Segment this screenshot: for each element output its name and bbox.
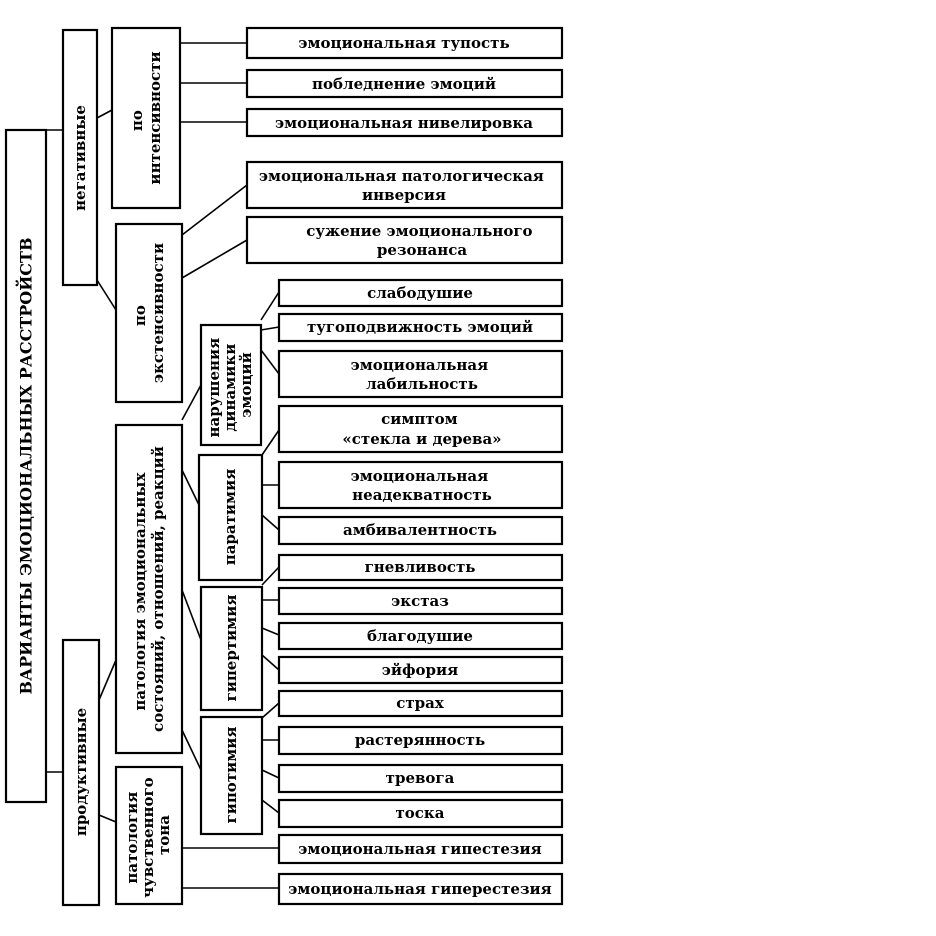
pathology-states-group: патология эмоциональных состояний, отнош… [114,278,564,836]
item-ecstasy: экстаз [391,592,449,610]
dynamics-group: нарушения динамики эмоций слабодушие туг… [199,278,564,447]
item-euphoria: эйфория [382,661,459,679]
sensory-tone-label-line3: тона [155,815,173,855]
negative-branch: негативные по интенсивности эмоциональна… [61,26,564,404]
pathology-states-label-line2: состояний, отношений, реакций [149,446,167,732]
dynamics-label-line2: динамики [221,344,239,432]
item-anxiety: тревога [386,769,455,787]
svg-text:эмоциональная лабиль: эмоциональная лабильность [351,356,494,393]
item-emotional-rigidity: тугоподвижность эмоций [307,318,533,336]
svg-text:эмоциональная неадек: эмоциональная неадекватность [351,467,494,504]
item-emotional-hyperesthesia: эмоциональная гиперестезия [288,880,551,898]
hypothymia-group: гипотимия страх растерянность тревога то… [199,689,564,836]
item-emotional-inadequacy-line2: неадекватность [352,486,492,504]
item-resonance-narrowing-line1: сужение эмоционального [306,222,532,240]
item-emotion-pallor: побледнение эмоций [312,75,496,93]
item-glass-and-wood-line2: «стекла и дерева» [342,430,501,448]
item-pathological-inversion-line2: инверсия [362,186,446,204]
hyperthymia-label: гипертимия [222,595,240,702]
svg-text:по экстенсивности: по экстенсивности [131,243,167,383]
by-intensity-label-line2: интенсивности [146,51,164,184]
productive-branch: продуктивные патология эмоциональных сос… [61,278,564,907]
svg-text:сужение эмоционального: сужение эмоционального резонанса [306,222,538,259]
root-title: ВАРИАНТЫ ЭМОЦИОНАЛЬНЫХ РАССТРОЙСТВ [15,238,36,695]
svg-text:эмоциональная патологическая: эмоциональная патологическая инверсия [259,167,549,204]
negative-label: негативные [71,105,89,211]
svg-text:симптом «стекла и де: симптом «стекла и дерева» [342,410,501,448]
by-extensity-label-line2: экстенсивности [149,243,167,383]
by-intensity-label-line1: по [128,110,146,131]
item-emotional-dullness: эмоциональная тупость [298,34,509,52]
svg-text:по интенсивности: по интенсивности [128,51,164,184]
item-weak-heartedness: слабодушие [367,284,473,302]
item-pathological-inversion-line1: эмоциональная патологическая [259,167,544,185]
item-emotional-hypesthesia: эмоциональная гипестезия [298,840,541,858]
sensory-tone-label-line2: чувственного [139,777,157,898]
svg-text:патология эмоциональных: патология эмоциональных состояний, отнош… [131,446,167,732]
item-emotional-lability-line2: лабильность [366,375,478,393]
sensory-tone-group: патология чувственного тона эмоциональна… [114,765,564,906]
item-fear: страх [396,694,445,712]
hypothymia-label: гипотимия [222,727,240,824]
svg-text:патология чувственного: патология чувственного тона [123,772,173,898]
item-irascibility: гневливость [365,558,476,576]
by-extensity-group: по экстенсивности эмоциональная патологи… [114,160,564,404]
item-glass-and-wood-line1: симптом [381,410,458,428]
productive-label: продуктивные [72,708,90,836]
svg-text:нарушения динамики: нарушения динамики эмоций [205,333,255,438]
item-melancholy: тоска [396,804,445,822]
sensory-tone-label-line1: патология [123,792,141,884]
item-emotional-leveling: эмоциональная нивелировка [275,114,533,132]
item-complacency: благодушие [367,627,473,645]
item-confusion: растерянность [355,731,485,749]
item-emotional-lability-line1: эмоциональная [351,356,489,374]
hyperthymia-group: гипертимия гневливость экстаз благодушие… [199,553,564,712]
parathymia-label: паратимия [221,469,239,566]
by-extensity-label-line1: по [131,305,149,326]
by-intensity-group: по интенсивности эмоциональная тупость п… [110,26,564,210]
pathology-states-label-line1: патология эмоциональных [131,472,149,711]
dynamics-label-line3: эмоций [237,352,255,418]
item-ambivalence: амбивалентность [343,521,497,539]
parathymia-group: паратимия симптом «стекла и дерева» эмоц… [197,404,564,582]
dynamics-label-line1: нарушения [205,338,223,438]
root-node: ВАРИАНТЫ ЭМОЦИОНАЛЬНЫХ РАССТРОЙСТВ [4,128,48,804]
item-resonance-narrowing-line2: резонанса [377,241,467,259]
item-emotional-inadequacy-line1: эмоциональная [351,467,489,485]
